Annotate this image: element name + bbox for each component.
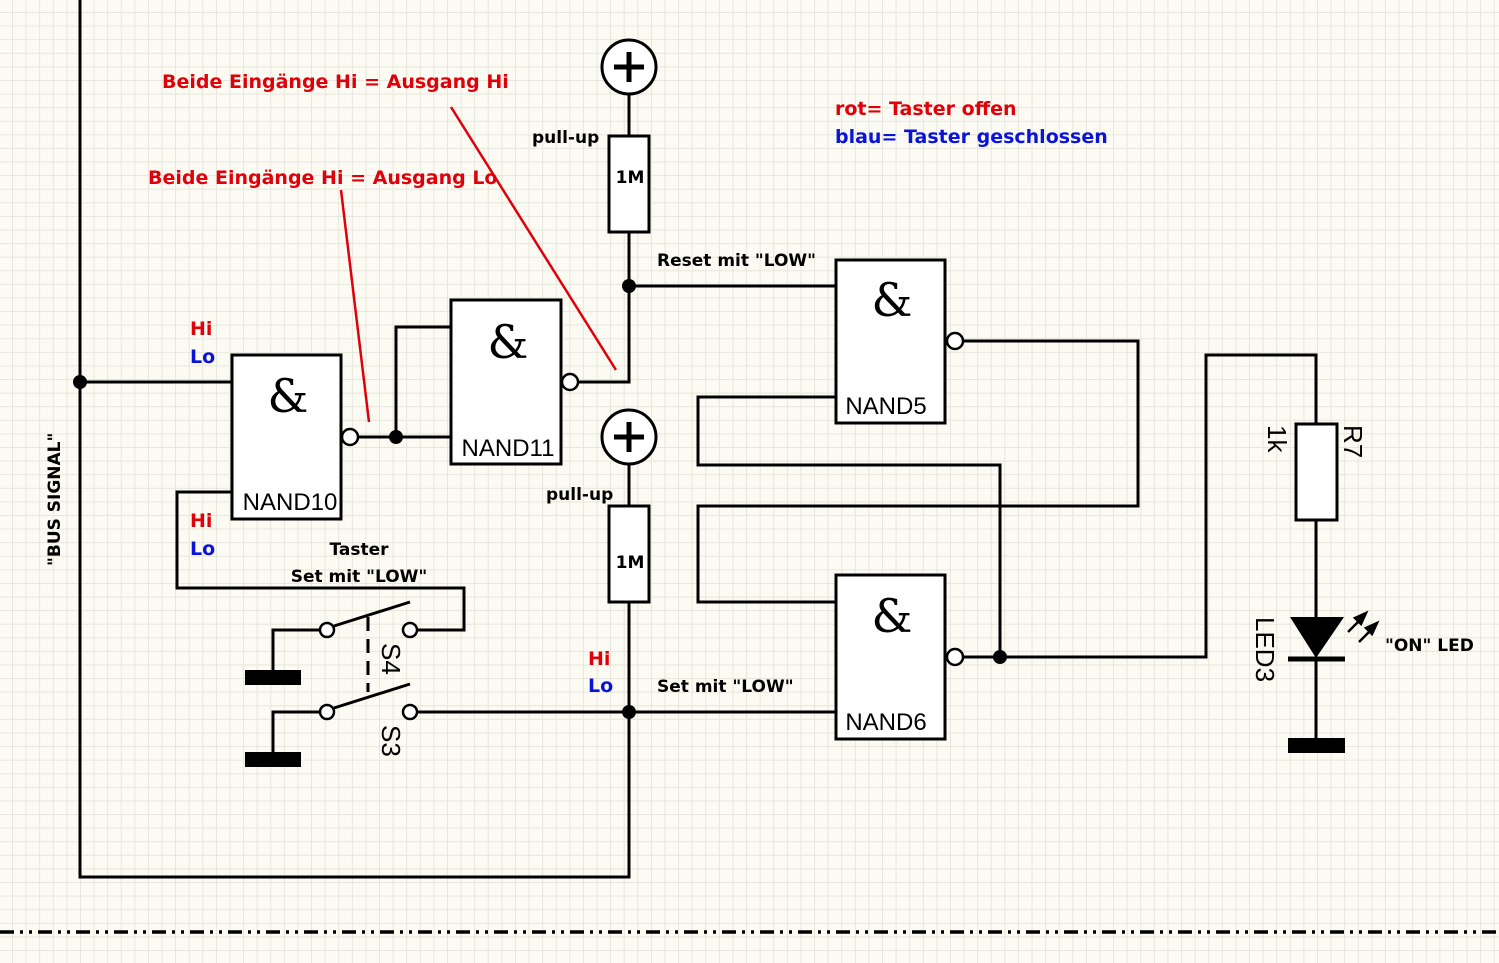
nand10-in2-taster-wire <box>175 490 466 632</box>
and-symbol: & <box>268 369 309 423</box>
set-label: Set mit "LOW" <box>657 677 794 697</box>
switch-contact-icon <box>401 621 419 639</box>
gate-nand6[interactable]: & NAND6 <box>834 573 965 741</box>
inverter-bubble-icon <box>945 647 965 667</box>
annotation-pointer <box>449 106 618 371</box>
and-symbol: & <box>872 589 913 643</box>
nand6-feedback-wire <box>696 395 1002 659</box>
s3-gnd-wire <box>271 710 322 757</box>
led-name: LED3 <box>1250 617 1280 682</box>
gate-body <box>834 258 947 425</box>
resistor-pullup-top[interactable]: 1M <box>607 134 651 234</box>
state-lo: Lo <box>190 538 215 560</box>
state-lo: Lo <box>588 675 613 697</box>
led-caption: "ON" LED <box>1385 636 1474 656</box>
switch-s3[interactable]: S3 <box>318 682 419 757</box>
switch-contact-icon <box>318 621 336 639</box>
annotation-output-lo: Beide Eingänge Hi = Ausgang Lo <box>148 167 497 189</box>
state-lo: Lo <box>190 346 215 368</box>
pullup-label: pull-up <box>532 128 599 148</box>
nand6-out-led-wire <box>961 353 1318 659</box>
switch-lever <box>333 682 411 710</box>
legend-red: rot= Taster offen <box>835 98 1017 120</box>
switch-contact-icon <box>401 703 419 721</box>
bus-signal-label: "BUS SIGNAL" <box>45 433 65 566</box>
gate-body <box>834 573 947 741</box>
s4-gnd-wire <box>271 628 322 674</box>
resistor-value: 1M <box>616 553 645 573</box>
ground-icon <box>245 752 301 767</box>
gate-nand11[interactable]: & NAND11 <box>449 298 580 466</box>
light-arrows-icon <box>1347 610 1380 643</box>
gate-nand5[interactable]: & NAND5 <box>834 258 965 425</box>
vcc-bottom <box>600 408 658 466</box>
taster-set-label: Set mit "LOW" <box>291 567 428 587</box>
resistor-body <box>1294 422 1339 522</box>
and-symbol: & <box>488 315 529 369</box>
inverter-bubble-icon <box>945 331 965 351</box>
resistor-name: R7 <box>1338 425 1368 458</box>
gate-label: NAND10 <box>243 489 338 516</box>
resistor-body <box>607 134 651 234</box>
gate-label: NAND5 <box>845 393 926 420</box>
pullup-label: pull-up <box>546 485 613 505</box>
legend-blue: blau= Taster geschlossen <box>835 126 1108 148</box>
switch-name: S3 <box>376 725 406 757</box>
vcc-top <box>600 38 658 96</box>
junction-dot <box>389 430 403 444</box>
inverter-bubble-icon <box>340 427 360 447</box>
wires <box>0 0 1499 934</box>
switch-s4[interactable]: S4 <box>318 600 419 675</box>
state-hi: Hi <box>190 510 212 532</box>
switch-name: S4 <box>376 643 406 675</box>
gate-body <box>230 353 343 521</box>
led3[interactable]: LED3 "ON" LED <box>1250 610 1474 682</box>
junction-dot <box>73 375 87 389</box>
junction-dot <box>622 279 636 293</box>
ground-icon <box>245 670 301 685</box>
resistor-body <box>607 504 651 604</box>
gate-label: NAND6 <box>845 709 926 736</box>
resistor-r7[interactable]: R7 1k <box>1262 422 1368 522</box>
inverter-bubble-icon <box>560 372 580 392</box>
switch-lever <box>333 600 411 628</box>
junction-dot <box>993 650 1007 664</box>
annotation-pointer <box>339 189 371 423</box>
state-hi: Hi <box>190 318 212 340</box>
gate-nand10[interactable]: & NAND10 <box>230 353 360 521</box>
reset-label: Reset mit "LOW" <box>657 251 816 271</box>
switch-contact-icon <box>318 703 336 721</box>
and-symbol: & <box>872 273 913 327</box>
nand5-out-wire <box>696 339 1140 604</box>
taster-label: Taster <box>329 540 389 560</box>
annotation-output-hi: Beide Eingänge Hi = Ausgang Hi <box>162 71 509 93</box>
nand11-out-wire <box>576 230 631 384</box>
ground-icon <box>1288 738 1345 753</box>
gate-label: NAND11 <box>462 435 555 462</box>
resistor-value: 1M <box>616 168 645 188</box>
junctions <box>73 279 1007 719</box>
resistor-value: 1k <box>1262 425 1292 453</box>
state-hi: Hi <box>588 648 610 670</box>
led-diode-icon <box>1290 617 1344 658</box>
resistor-pullup-bottom[interactable]: 1M <box>607 504 651 604</box>
nand11-in1-wire <box>394 325 453 439</box>
bottom-return-wire <box>78 710 631 879</box>
junction-dot <box>622 705 636 719</box>
